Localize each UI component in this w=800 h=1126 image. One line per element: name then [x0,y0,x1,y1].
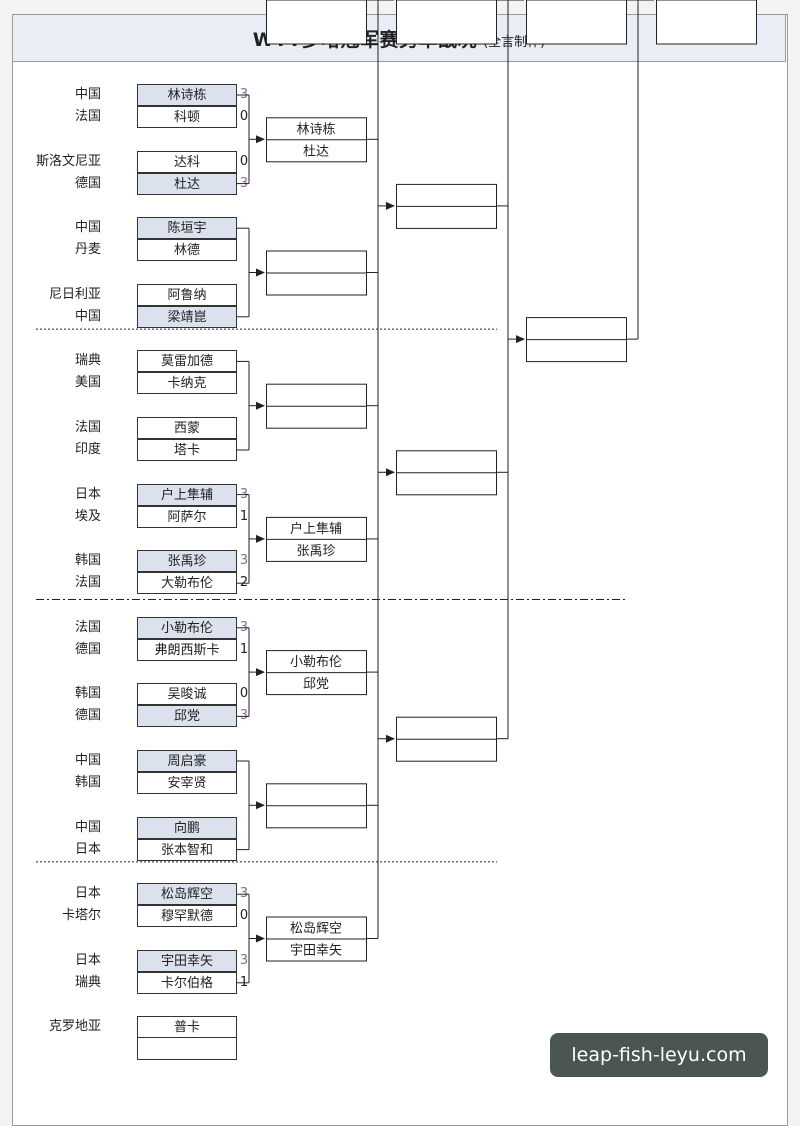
arrow-icon [256,668,265,677]
player-score: 1 [239,974,249,990]
round2-match-bottom-player: 邱党 [303,677,329,692]
arrow-icon [386,468,395,477]
player-box: 张本智和 [137,838,237,861]
player-box: 户上隼辅 [137,483,237,506]
round2-match-top-player: 户上隼辅 [290,521,342,537]
player-country: 中国 [74,87,101,102]
player-score: 3 [239,952,249,968]
player-score: 0 [239,908,249,924]
arrow-icon [256,801,265,810]
player-score: 3 [239,175,249,191]
arrow-icon [256,401,265,410]
player-box: 卡纳克 [137,372,237,395]
player-score: 3 [239,708,249,724]
player-box: 安宰贤 [137,772,237,794]
player-country: 法国 [74,420,101,435]
player-box: 阿鲁纳 [137,283,237,306]
player-box: 阿萨尔 [137,505,237,528]
player-country: 瑞典 [74,353,101,369]
arrow-icon [256,268,265,277]
player-country: 韩国 [74,686,101,702]
player-score: 3 [239,886,249,902]
round2-match-box [266,0,367,45]
player-box: 普卡 [137,1016,237,1039]
player-box: 林德 [137,239,237,262]
player-country: 丹麦 [74,242,101,258]
player-box: 科顿 [137,106,237,128]
player-box: 穆罕默德 [137,905,237,928]
player-box: 林诗栋 [137,84,237,106]
round2-match-bottom-player: 张禹珍 [296,544,335,559]
player-country: 德国 [74,708,101,724]
player-country: 中国 [74,819,101,835]
player-box: 张禹珍 [137,550,237,573]
player-box: 杜达 [137,172,237,195]
player-box: 宇田幸矢 [137,949,237,972]
player-box: 陈垣宇 [137,217,237,240]
arrow-icon [386,201,395,210]
quarterfinal-match-box [396,0,497,45]
player-country: 日本 [74,886,101,902]
round2-match-bottom-player: 杜达 [303,144,329,159]
player-country: 卡塔尔 [61,908,101,924]
arrow-icon [256,135,265,144]
arrow-icon [516,335,525,344]
player-box: 弗朗西斯卡 [137,638,237,661]
player-country: 克罗地亚 [48,1019,101,1035]
player-country: 斯洛文尼亚 [35,153,101,169]
player-country: 中国 [74,308,101,324]
round2-match-bottom-player: 宇田幸矢 [290,944,342,959]
player-country: 法国 [74,575,101,591]
player-box: 周启豪 [137,750,237,772]
arrow-icon [256,534,265,543]
arrow-icon [256,934,265,943]
player-country: 日本 [74,952,101,968]
player-box [137,1038,237,1061]
player-box: 向鹏 [137,816,237,839]
player-score: 3 [239,553,249,569]
player-score: 0 [239,686,249,702]
player-box: 达科 [137,150,237,173]
player-score: 0 [239,109,249,124]
player-country: 埃及 [74,508,101,524]
watermark: leap-fish-leyu.com [550,1033,768,1077]
player-country: 韩国 [74,553,101,569]
player-score: 3 [239,619,249,635]
player-score: 2 [239,575,249,591]
arrow-icon [386,734,395,743]
player-country: 尼日利亚 [48,286,101,302]
player-box: 梁靖崑 [137,305,237,328]
player-country: 瑞典 [74,974,101,990]
player-score: 0 [239,153,249,169]
round2-match-top-player: 松岛辉空 [290,921,342,937]
player-country: 中国 [74,220,101,236]
player-country: 法国 [74,109,101,124]
player-box: 塔卡 [137,439,237,461]
player-country: 中国 [74,753,101,768]
player-country: 德国 [74,641,101,657]
player-box: 邱党 [137,705,237,728]
player-country: 韩国 [74,775,101,790]
player-country: 德国 [74,175,101,191]
player-country: 日本 [74,841,101,857]
player-box: 小勒布伦 [137,616,237,639]
player-box: 卡尔伯格 [137,971,237,994]
final-match-box [656,0,757,45]
round2-match-top-player: 林诗栋 [296,121,335,137]
round2-match-top-player: 小勒布伦 [290,655,342,670]
player-box: 吴晙诚 [137,683,237,706]
player-score: 1 [239,508,249,524]
player-score: 3 [239,486,249,502]
player-box: 莫雷加德 [137,350,237,373]
player-box: 松岛辉空 [137,883,237,906]
player-country: 日本 [74,486,101,502]
player-country: 美国 [74,375,101,391]
player-country: 法国 [74,619,101,635]
semifinal-match-box [526,0,627,45]
player-country: 印度 [74,442,101,457]
player-score: 1 [239,641,249,657]
player-box: 大勒布伦 [137,572,237,595]
player-box: 西蒙 [137,417,237,439]
